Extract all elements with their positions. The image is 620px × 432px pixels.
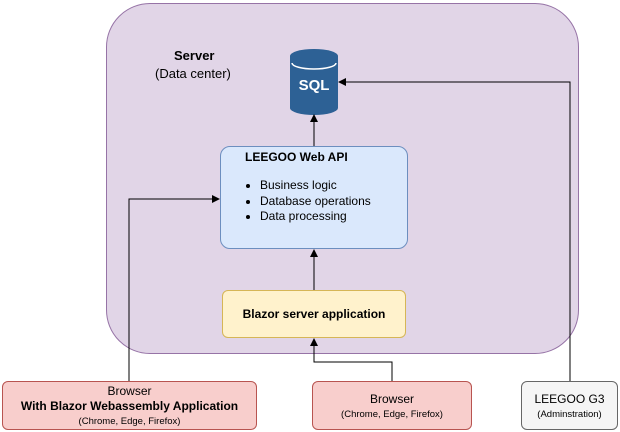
connector-g3-to-sql: [338, 78, 571, 381]
browser-server-title: Browser: [369, 391, 414, 406]
server-title: Server: [174, 48, 215, 63]
browser-server-browsers: (Chrome, Edge, Firefox): [341, 408, 443, 420]
browser-wasm-browsers: (Chrome, Edge, Firefox): [78, 416, 181, 427]
leegoo-g3-title: LEEGOO G3: [534, 391, 605, 406]
sql-label: SQL: [299, 77, 330, 94]
web-api-feature-list: Business logic Database operations Data …: [242, 178, 371, 225]
browser-server-box: Browser (Chrome, Edge, Firefox): [312, 381, 472, 430]
list-item: Database operations: [260, 194, 371, 210]
blazor-server-label: Blazor server application: [242, 307, 386, 321]
list-item: Business logic: [260, 178, 371, 194]
blazor-server-box: Blazor server application: [222, 290, 406, 338]
leegoo-g3-box: LEEGOO G3 (Adminstration): [521, 381, 618, 430]
sql-database-icon: SQL: [290, 49, 338, 115]
leegoo-g3-subtitle: (Adminstration): [537, 408, 602, 420]
browser-wasm-box: Browser With Blazor Webassembly Applicat…: [2, 381, 257, 430]
web-api-box: [220, 146, 408, 249]
server-subtitle: (Data center): [155, 66, 231, 81]
browser-wasm-title: Browser: [107, 384, 152, 398]
web-api-title: LEEGOO Web API: [245, 150, 348, 164]
connector-wasm-to-api: [128, 195, 220, 381]
connector-browser-to-blazor: [310, 338, 393, 381]
list-item: Data processing: [260, 209, 371, 225]
browser-wasm-app-label: With Blazor Webassembly Application: [20, 399, 239, 413]
